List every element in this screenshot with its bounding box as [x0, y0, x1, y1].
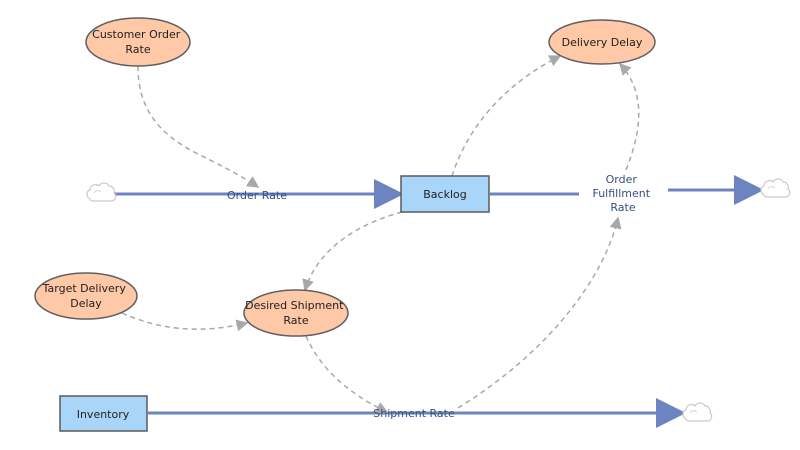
svg-text:Desired Shipment Rate: Desired Shipment Rate: [245, 299, 347, 327]
customer-order-rate-node[interactable]: Customer Order Rate: [85, 17, 191, 67]
desired-shipment-rate-node[interactable]: Desired Shipment Rate: [243, 289, 349, 337]
customer-order-rate-to-order-rate-link[interactable]: [137, 65, 260, 188]
backlog-to-delivery-delay-link[interactable]: [451, 55, 562, 177]
svg-text:Order Fulfillment: Order Fulfillment Rate: [592, 173, 653, 214]
svg-text:Backlog: Backlog: [423, 188, 466, 201]
target-delivery-delay-to-desired-shipment-rate-link[interactable]: [121, 312, 249, 332]
cloud-icon: [760, 178, 791, 198]
shipment-rate-to-order-fulfillment-rate-link[interactable]: [457, 216, 622, 409]
shipment-rate-label: Shipment Rate: [373, 407, 455, 420]
backlog-stock[interactable]: Backlog: [400, 175, 490, 213]
order-rate-label: Order Rate: [227, 189, 287, 202]
cloud-icon: [86, 182, 117, 202]
svg-text:Customer Order Rate: Customer Order Rate: [92, 28, 184, 56]
svg-text:Target Delivery Delay: Target Delivery Delay: [42, 282, 130, 310]
delivery-delay-node[interactable]: Delivery Delay: [548, 19, 656, 65]
svg-text:Inventory: Inventory: [77, 408, 130, 421]
order-fulfillment-rate-label: Order Fulfillment Rate: [579, 172, 667, 216]
desired-shipment-rate-to-shipment-rate-link[interactable]: [305, 335, 389, 413]
cloud-icon: [682, 402, 713, 422]
svg-text:Delivery Delay: Delivery Delay: [562, 36, 643, 49]
inventory-stock[interactable]: Inventory: [59, 395, 148, 432]
backlog-to-desired-shipment-rate-link[interactable]: [302, 211, 403, 292]
target-delivery-delay-node[interactable]: Target Delivery Delay: [34, 272, 138, 320]
order-fulfillment-rate-to-delivery-delay-link[interactable]: [618, 62, 640, 171]
